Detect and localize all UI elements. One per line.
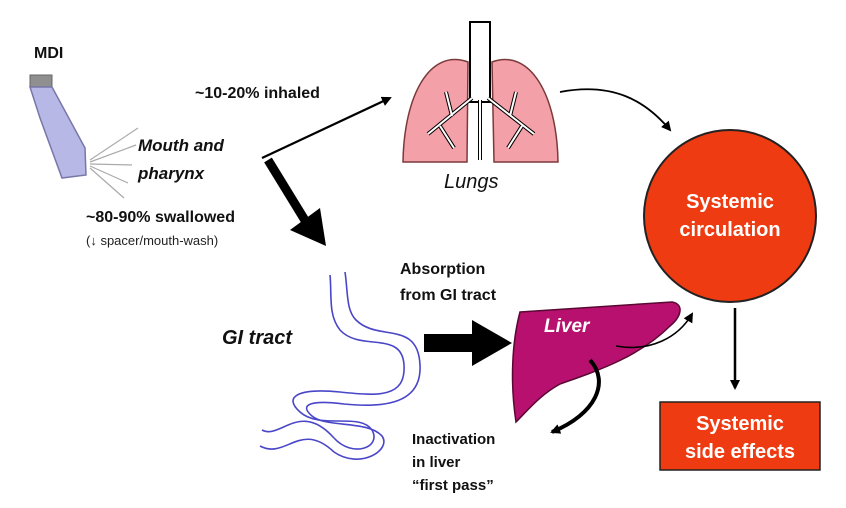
systemic-circulation-circle bbox=[643, 129, 817, 303]
first-pass-arrow bbox=[550, 358, 601, 434]
lungs-icon bbox=[402, 21, 559, 163]
absorption-label-line2: from GI tract bbox=[400, 287, 497, 304]
inactivation-label-line3: “first pass” bbox=[412, 477, 494, 494]
absorption-arrow-shaft bbox=[424, 334, 476, 352]
systemic-circulation-line2: circulation bbox=[679, 219, 780, 241]
inhaled-arrow bbox=[261, 96, 392, 159]
liver-shape bbox=[511, 301, 681, 424]
side-effects-line2: side effects bbox=[685, 441, 795, 463]
gi-tract-icon bbox=[259, 271, 421, 460]
swallowed-arrow-head bbox=[290, 208, 326, 246]
inhaled-label: ~10-20% inhaled bbox=[195, 85, 320, 102]
inactivation-label-line1: Inactivation bbox=[412, 431, 495, 448]
side-effects-line1: Systemic bbox=[696, 413, 784, 435]
inactivation-label-line2: in liver bbox=[412, 454, 461, 471]
absorption-label-line1: Absorption bbox=[400, 261, 485, 278]
mouth-label-line1: Mouth and bbox=[138, 136, 225, 155]
side-effects-box bbox=[659, 401, 821, 471]
mdi-label: MDI bbox=[34, 45, 63, 62]
lungs-to-circulation-arrow bbox=[559, 88, 672, 132]
absorption-arrow-head bbox=[472, 320, 512, 366]
lungs-label: Lungs bbox=[444, 171, 499, 193]
spacer-note: (↓ spacer/mouth-wash) bbox=[86, 233, 218, 248]
swallowed-label: ~80-90% swallowed bbox=[86, 209, 235, 226]
systemic-circulation-line1: Systemic bbox=[686, 191, 774, 213]
liver-label: Liver bbox=[544, 316, 591, 337]
liver-to-circulation-arrow bbox=[615, 312, 694, 349]
mdi-inhaler-icon bbox=[28, 74, 139, 199]
gi-tract-label: GI tract bbox=[222, 327, 293, 349]
mouth-label-line2: pharynx bbox=[137, 164, 206, 183]
swallowed-arrow-shaft bbox=[264, 157, 310, 225]
